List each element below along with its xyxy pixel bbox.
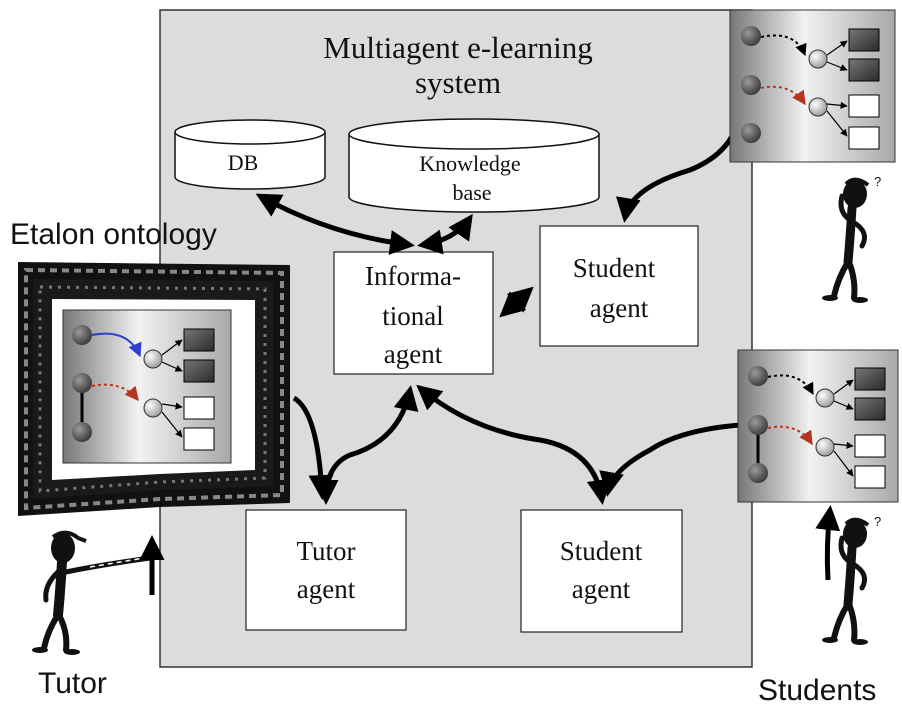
arrow-student-bottom-panel bbox=[599, 422, 741, 497]
arrow-kb-informational bbox=[417, 213, 473, 255]
arrow-etalon-to-tutor-agent bbox=[292, 395, 334, 500]
arrow-informational-student-bottom bbox=[416, 384, 612, 505]
db-cylinder: DB bbox=[174, 119, 326, 190]
thinking-student-icon-top: ? bbox=[822, 174, 881, 303]
arrow-informational-student-top bbox=[499, 286, 534, 318]
student-agent-bottom-line2: agent bbox=[572, 574, 631, 604]
student-agent-bottom-line1: Student bbox=[560, 536, 643, 566]
thinking-student-icon-bottom: ? bbox=[815, 505, 881, 645]
system-title-line2: system bbox=[415, 65, 501, 100]
tutor-agent-line2: agent bbox=[297, 574, 356, 604]
informational-agent-line1: Informa- bbox=[365, 261, 461, 291]
student-agent-top-line2: agent bbox=[590, 293, 649, 323]
svg-text:?: ? bbox=[874, 174, 881, 189]
etalon-ontology-panel bbox=[62, 309, 232, 464]
svg-text:?: ? bbox=[874, 514, 881, 529]
tutor-label: Tutor bbox=[38, 667, 107, 700]
tutor-agent-line1: Tutor bbox=[296, 536, 355, 566]
knowledge-base-cylinder: Knowledge base bbox=[348, 118, 600, 213]
system-title-line1: Multiagent e-learning bbox=[323, 30, 592, 65]
student-panel-top bbox=[729, 9, 896, 163]
kb-label-line1: Knowledge bbox=[419, 151, 520, 176]
informational-agent-line3: agent bbox=[384, 339, 443, 369]
student-agent-top-box: Student agent bbox=[539, 225, 699, 347]
db-label: DB bbox=[228, 150, 259, 175]
informational-agent-box: Informa- tional agent bbox=[333, 251, 494, 375]
student-panel-bottom bbox=[737, 349, 899, 503]
etalon-ontology-label: Etalon ontology bbox=[10, 218, 217, 251]
arrow-db-informational bbox=[255, 193, 415, 255]
tutor-figure-icon bbox=[32, 530, 165, 655]
informational-agent-line2: tional bbox=[382, 301, 444, 331]
kb-label-line2: base bbox=[452, 180, 491, 205]
student-agent-top-line1: Student bbox=[573, 253, 656, 283]
students-label: Students bbox=[758, 674, 876, 705]
student-agent-bottom-box: Student agent bbox=[520, 509, 683, 633]
tutor-agent-box: Tutor agent bbox=[245, 509, 407, 631]
